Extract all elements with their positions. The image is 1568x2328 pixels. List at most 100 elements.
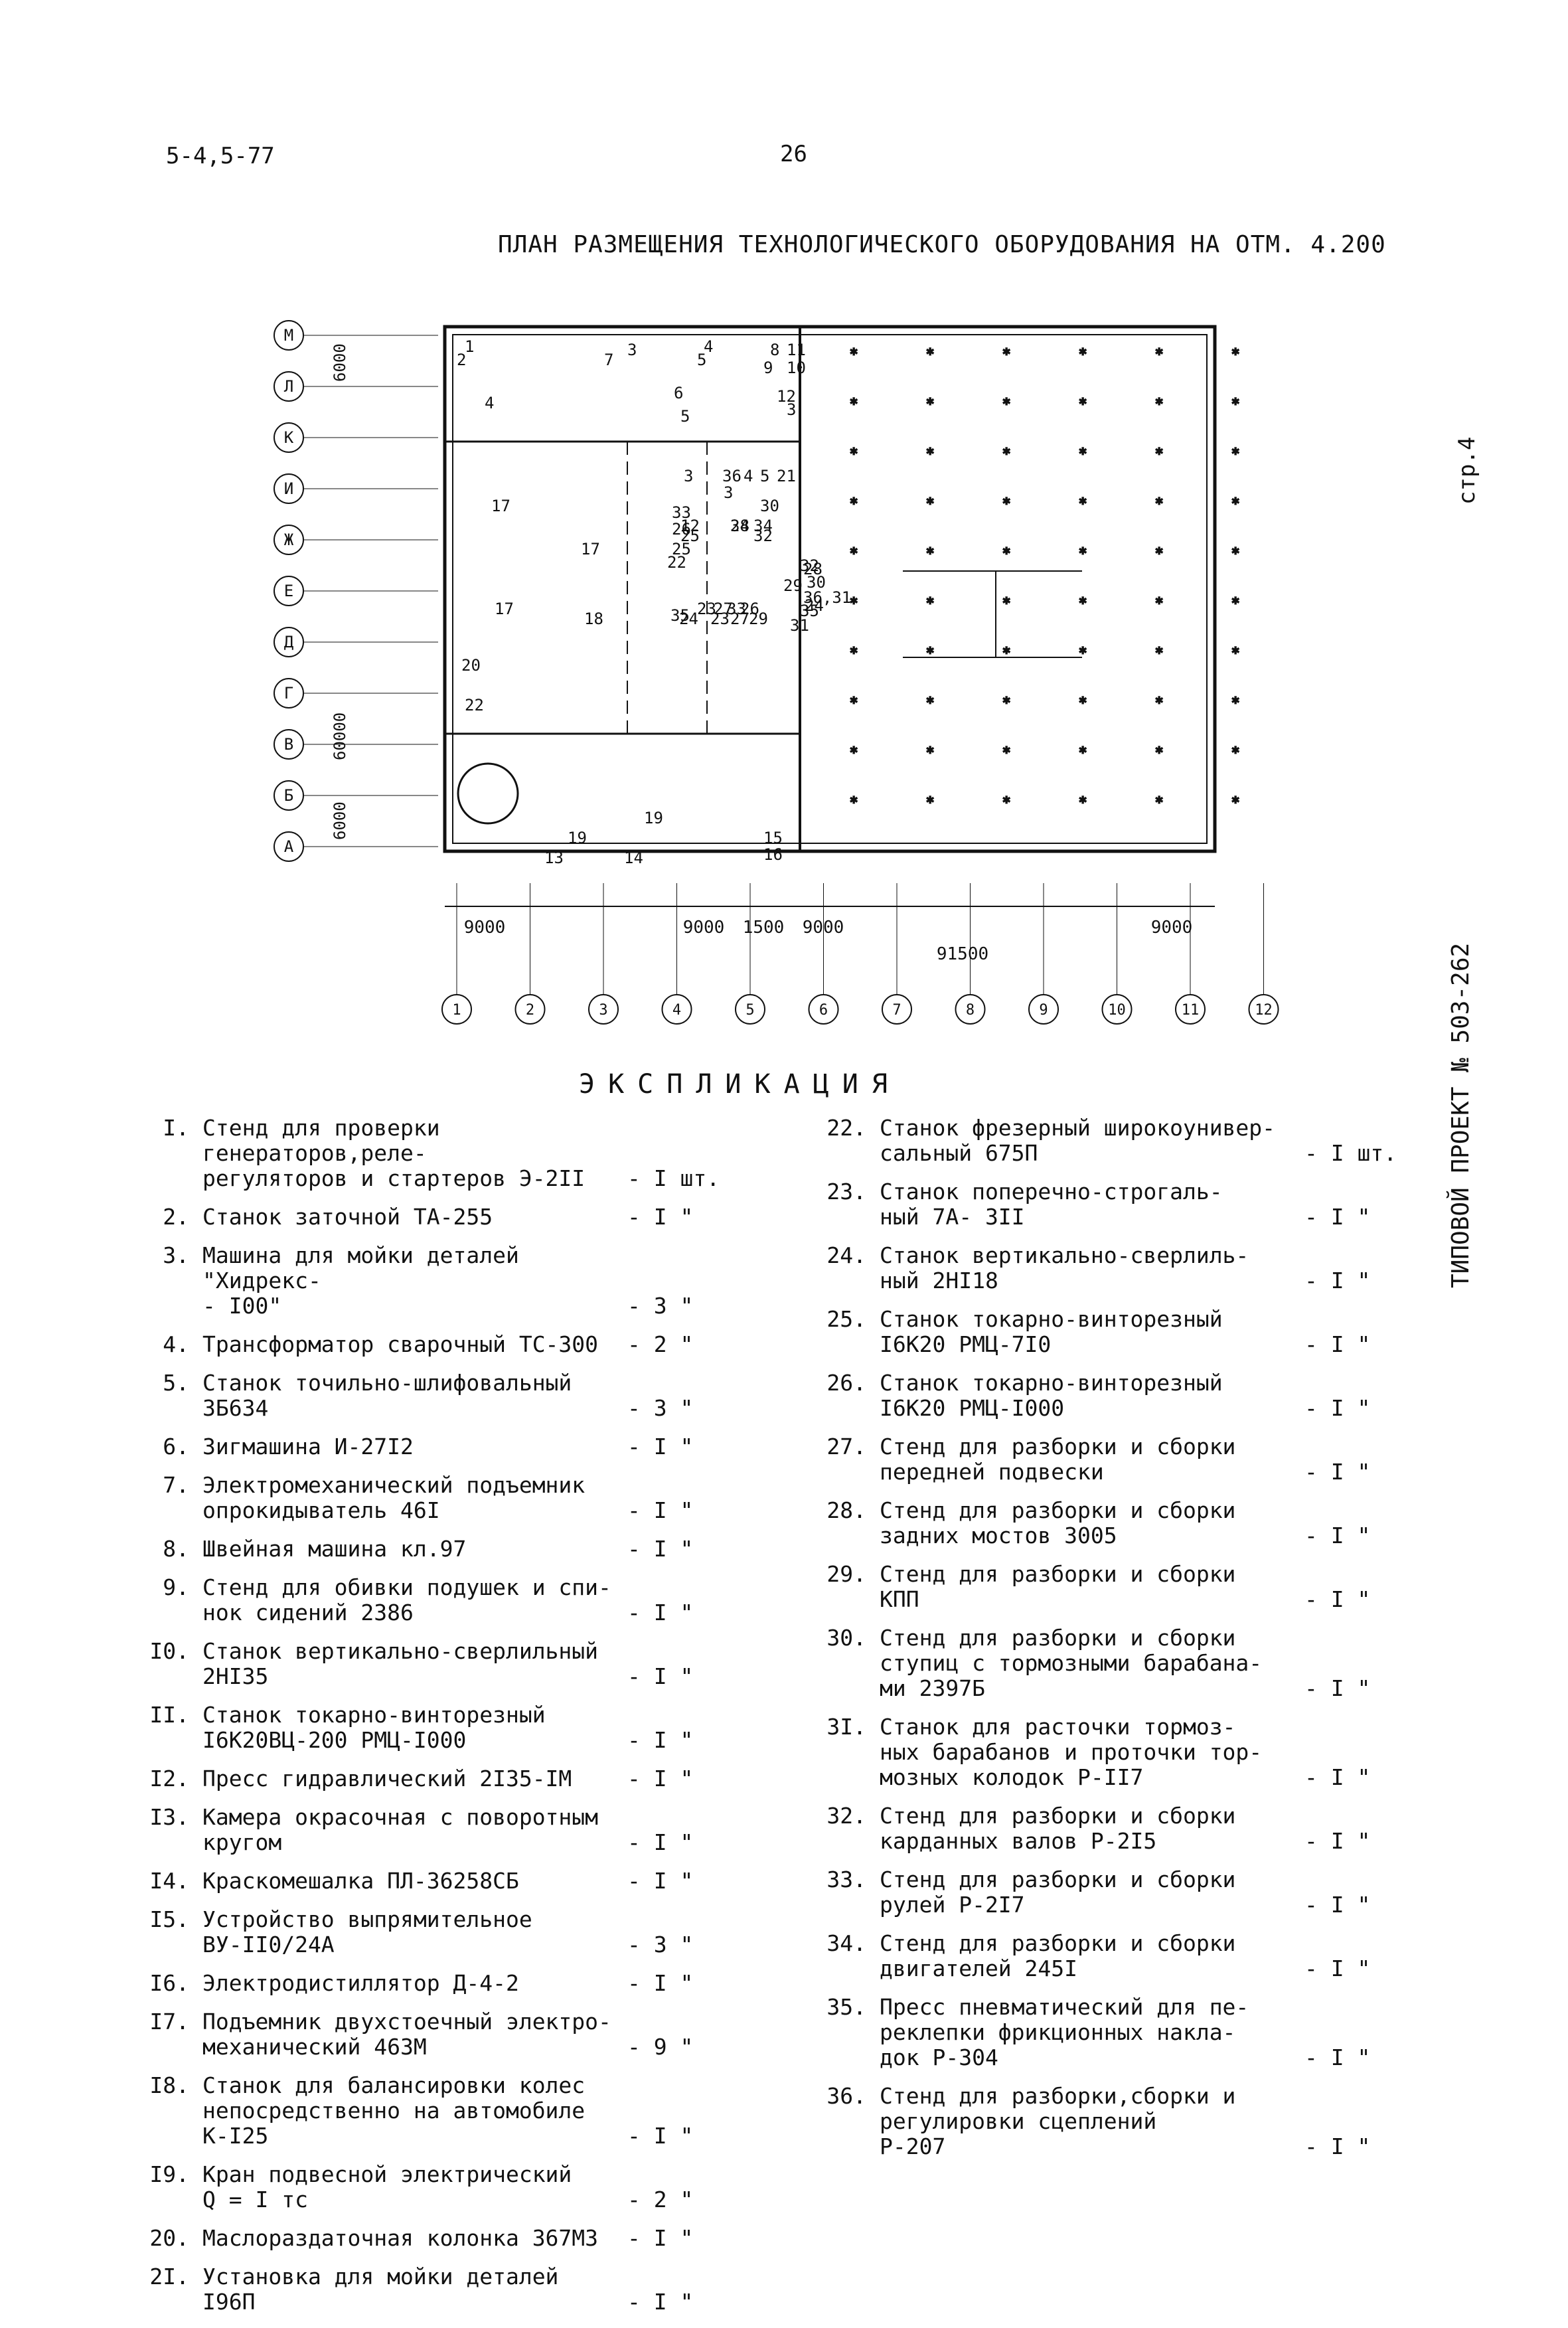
item-name: Стенд для разборки и сборки двигателей 2…: [880, 1930, 1236, 1981]
item-qty: - I ": [627, 2225, 694, 2251]
explication-item: 24.Станок вертикально-сверлиль- ный 2HI1…: [826, 1243, 1384, 1293]
explication-item: 23.Станок поперечно-строгаль- ный 7А- 3I…: [826, 1179, 1384, 1230]
explication-item: 2.Станок заточной ТА-255- I ": [149, 1205, 707, 1230]
column-mark: ✱: [1002, 691, 1010, 707]
item-qty: - I ": [1304, 1955, 1371, 1981]
equipment-number: 4: [704, 337, 713, 356]
column-mark: ✱: [1155, 691, 1163, 707]
column-axis-label: 9: [1039, 1002, 1048, 1019]
item-qty: - I ": [1304, 1523, 1371, 1548]
item-num: 3I.: [826, 1714, 866, 1740]
item-num: 32.: [826, 1803, 866, 1829]
item-name: Станок фрезерный широкоунивер- сальный 6…: [880, 1115, 1276, 1166]
equipment-number: 29: [749, 610, 768, 628]
item-name: Электромеханический подъемник опрокидыва…: [202, 1472, 586, 1523]
page-title: ПЛАН РАЗМЕЩЕНИЯ ТЕХНОЛОГИЧЕСКОГО ОБОРУДО…: [498, 231, 1386, 258]
item-qty: - I шт.: [627, 1165, 720, 1191]
equipment-number: 31: [790, 616, 809, 635]
item-num: I5.: [149, 1906, 189, 1932]
column-mark: ✱: [1002, 442, 1010, 458]
column-mark: ✱: [850, 492, 858, 508]
item-qty: - I ": [627, 1497, 694, 1523]
column-mark: ✱: [926, 691, 934, 707]
item-num: 3.: [163, 1242, 189, 1268]
item-name: Станок для балансировки колес непосредст…: [202, 2072, 586, 2149]
explication-item: II.Станок токарно-винторезный I6К20ВЦ-20…: [149, 1703, 707, 1753]
explication-item: I2.Пресс гидравлический 2I35-IМ- I ": [149, 1766, 707, 1791]
horizontal-dimension: 91500: [937, 944, 988, 964]
item-num: I7.: [149, 2009, 189, 2035]
item-qty: - I ": [1304, 1204, 1371, 1230]
column-mark: ✱: [850, 691, 858, 707]
column-axis-label: 12: [1255, 1002, 1273, 1019]
equipment-number: 21: [777, 467, 796, 485]
equipment-number: 5: [760, 467, 769, 485]
column-mark: ✱: [1002, 343, 1010, 359]
horizontal-dimension: 9000: [803, 918, 844, 938]
column-mark: ✱: [1155, 641, 1163, 657]
explication-item: I.Стенд для проверки генераторов,реле- р…: [149, 1115, 720, 1191]
column-mark: ✱: [1079, 343, 1087, 359]
item-qty: - I ": [1304, 1892, 1371, 1918]
item-qty: - I ": [1304, 1828, 1371, 1854]
item-num: 22.: [826, 1115, 866, 1141]
column-mark: ✱: [1155, 392, 1163, 408]
equipment-number: 5: [680, 407, 690, 426]
explication-item: 20.Маслораздаточная колонка 367М3- I ": [149, 2226, 707, 2251]
equipment-number: 5: [697, 351, 706, 369]
equipment-number: 13: [544, 849, 564, 867]
equipment-number: 20: [461, 656, 481, 675]
equipment-number: 9: [763, 359, 773, 377]
equipment-number: 28: [730, 517, 749, 535]
item-num: I3.: [149, 1804, 189, 1830]
item-qty: - I ": [1304, 2133, 1371, 2159]
item-num: 7.: [163, 1472, 189, 1498]
column-mark: ✱: [1002, 741, 1010, 757]
horizontal-dimension: 9000: [1151, 918, 1193, 938]
column-axis-label: 8: [966, 1002, 975, 1019]
item-qty: - 3 ": [627, 1395, 694, 1421]
item-num: 24.: [826, 1242, 866, 1268]
item-name: Установка для мойки деталей I96П: [202, 2264, 559, 2315]
column-mark: ✱: [1231, 542, 1239, 558]
column-mark: ✱: [926, 343, 934, 359]
item-num: 5.: [163, 1370, 189, 1396]
project-label: ТИПОВОЙ ПРОЕКТ № 503-262: [1447, 942, 1474, 1288]
building-outline: ✱✱✱✱✱✱✱✱✱✱✱✱✱✱✱✱✱✱✱✱✱✱✱✱✱✱✱✱✱✱✱✱✱✱✱✱✱✱✱✱…: [443, 325, 1240, 907]
column-mark: ✱: [1231, 442, 1239, 458]
column-mark: ✱: [1079, 542, 1087, 558]
explication-item: 26.Станок токарно-винторезный I6К20 РМЦ-…: [826, 1371, 1384, 1421]
explication-item: 28.Стенд для разборки и сборки задних мо…: [826, 1498, 1384, 1548]
item-num: I.: [163, 1115, 189, 1141]
item-qty: - 2 ": [627, 2187, 694, 2212]
column-mark: ✱: [1079, 592, 1087, 608]
row-axis-label: Г: [284, 684, 293, 703]
document-code: 5-4,5-77: [166, 143, 275, 169]
column-mark: ✱: [850, 592, 858, 608]
explication-item: 29.Стенд для разборки и сборки КПП- I ": [826, 1562, 1384, 1612]
row-axis-label: А: [284, 837, 294, 856]
item-name: Станок токарно-винторезный I6К20 РМЦ-I00…: [880, 1370, 1223, 1421]
column-axis-label: 6: [819, 1002, 828, 1019]
row-axis-label: И: [284, 479, 293, 498]
item-name: Пресс пневматический для пе- реклепки фр…: [880, 1994, 1249, 2070]
item-qty: - I ": [1304, 1764, 1371, 1790]
item-num: 20.: [149, 2225, 189, 2251]
item-name: Стенд для разборки и сборки ступиц с тор…: [880, 1625, 1263, 1701]
explication-item: 35.Пресс пневматический для пе- реклепки…: [826, 1995, 1384, 2070]
item-name: Подъемник двухстоечный электро- механиче…: [202, 2009, 611, 2060]
column-mark: ✱: [1079, 641, 1087, 657]
column-mark: ✱: [1002, 592, 1010, 608]
item-name: Зигмашина И-27I2: [202, 1434, 414, 1459]
item-num: 25.: [826, 1306, 866, 1332]
item-name: Пресс гидравлический 2I35-IМ: [202, 1766, 572, 1791]
row-axis-label: Д: [284, 633, 294, 651]
column-mark: ✱: [1155, 343, 1163, 359]
item-num: II.: [149, 1702, 189, 1728]
column-axis-label: 7: [892, 1002, 901, 1019]
item-num: 4.: [163, 1331, 189, 1357]
paint-booth-turntable: [457, 762, 519, 825]
column-mark: ✱: [850, 641, 858, 657]
column-mark: ✱: [850, 343, 858, 359]
item-name: Стенд для разборки,сборки и регулировки …: [880, 2083, 1236, 2159]
